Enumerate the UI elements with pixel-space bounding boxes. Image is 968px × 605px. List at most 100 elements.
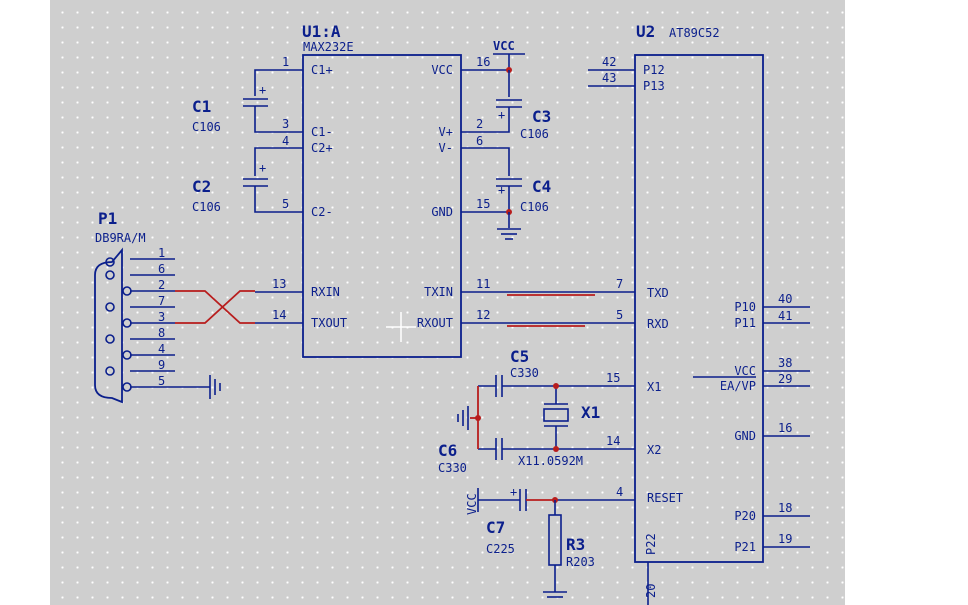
connector-p1-db9: P1 DB9RA/M 1 6 2 7 3 8 4 9 5 [94, 209, 255, 404]
r3-value: R203 [566, 555, 595, 569]
db9-pin-socket [122, 382, 132, 392]
svg-text:9: 9 [158, 358, 165, 372]
u2-pin-name: P13 [643, 79, 665, 93]
rxin-to-db9-pin3 [175, 290, 255, 324]
svg-text:4: 4 [158, 342, 165, 356]
u2-pin-name: X2 [647, 443, 661, 457]
u2-pin-num: 29 [778, 372, 792, 386]
ground-symbol [497, 228, 521, 240]
u1-pin-num: 6 [476, 134, 483, 148]
u2-pin-num: 43 [602, 71, 616, 85]
db9-pin-socket [105, 270, 115, 280]
vcc-label: VCC [493, 39, 515, 53]
u1-pin-name: GND [431, 205, 453, 219]
crystal-oscillator: C5 C330 C6 C330 X1 X11.0592M [438, 347, 600, 475]
u1-pin-num: 14 [272, 308, 286, 322]
u2-pin-num: 15 [606, 371, 620, 385]
db9-shell [94, 247, 123, 404]
resistor-r3 [548, 514, 562, 566]
db9-pin-socket [105, 257, 115, 267]
schematic-drawing: U1:A MAX232E 1 3 4 5 13 14 C1+ C1- C2+ C… [94, 22, 810, 605]
u2-ref: U2 [636, 22, 655, 41]
svg-text:5: 5 [158, 374, 165, 388]
u1-pin-num: 1 [282, 55, 289, 69]
u1-pin-name: C2- [311, 205, 333, 219]
db9-pin-socket [105, 366, 115, 376]
u1-pin-num: 15 [476, 197, 490, 211]
u2-pin-name: GND [734, 429, 756, 443]
c5-value: C330 [510, 366, 539, 380]
u2-pin-num: 4 [616, 485, 623, 499]
svg-text:6: 6 [158, 262, 165, 276]
u1-pin-name: TXIN [424, 285, 453, 299]
u2-pin-num: 5 [616, 308, 623, 322]
u2-pin-num: 41 [778, 309, 792, 323]
u2-pin-num: 7 [616, 277, 623, 291]
u1-pin-name: V+ [439, 125, 453, 139]
u2-pin-name: TXD [647, 286, 669, 300]
u2-pin-num: 38 [778, 356, 792, 370]
u1-pin-num: 3 [282, 117, 289, 131]
u1-pin-num: 12 [476, 308, 490, 322]
x1-value: X11.0592M [518, 454, 583, 468]
c6-value: C330 [438, 461, 467, 475]
db9-pin-socket [122, 318, 132, 328]
u1-ref: U1:A [302, 22, 341, 41]
capacitor-c1: + C1 C106 [192, 69, 278, 134]
u2-pin-num: 42 [602, 55, 616, 69]
u2-pin-num: 16 [778, 421, 792, 435]
u2-pin-name: RESET [647, 491, 683, 505]
svg-text:8: 8 [158, 326, 165, 340]
u2-at89c52: U2 AT89C52 42 43 7 5 15 14 4 P12 P13 TXD… [507, 22, 810, 605]
c3-ref: C3 [532, 107, 551, 126]
vcc-reset-label: VCC [465, 493, 479, 515]
c7-value: C225 [486, 542, 515, 556]
c4-ref: C4 [532, 177, 551, 196]
svg-text:1: 1 [158, 246, 165, 260]
u1-pin-name: VCC [431, 63, 453, 77]
db9-pin-socket [122, 350, 132, 360]
svg-text:+: + [259, 161, 266, 175]
u2-pin-name: P11 [734, 316, 756, 330]
c6-ref: C6 [438, 441, 457, 460]
db9-pin-socket [105, 334, 115, 344]
u1-part: MAX232E [303, 40, 354, 54]
svg-text:+: + [498, 108, 505, 122]
u2-pin-name: RXD [647, 317, 669, 331]
u2-pin-num: 19 [778, 532, 792, 546]
u2-pin-name: EA/VP [720, 379, 756, 393]
svg-text:7: 7 [158, 294, 165, 308]
u1-pin-name: C2+ [311, 141, 333, 155]
u1-pin-name: RXOUT [417, 316, 453, 330]
c2-ref: C2 [192, 177, 211, 196]
c5-ref: C5 [510, 347, 529, 366]
u1-pin-num: 2 [476, 117, 483, 131]
u1-pin-name: C1- [311, 125, 333, 139]
schematic-sheet: U1:A MAX232E 1 3 4 5 13 14 C1+ C1- C2+ C… [50, 0, 845, 605]
u2-pin-num: 40 [778, 292, 792, 306]
u2-body [634, 54, 764, 563]
cursor-crosshair [386, 312, 416, 342]
c3-value: C106 [520, 127, 549, 141]
u1-pin-num: 16 [476, 55, 490, 69]
db9-pin-socket [105, 302, 115, 312]
u2-pin-name: P20 [734, 509, 756, 523]
u1-pin-name: TXOUT [311, 316, 347, 330]
u2-pin-name: P22 [644, 533, 658, 555]
svg-text:2: 2 [158, 278, 165, 292]
capacitor-c2: + C2 C106 [192, 147, 278, 214]
svg-text:+: + [259, 83, 266, 97]
p1-ref: P1 [98, 209, 117, 228]
svg-text:+: + [510, 485, 517, 499]
u2-pin-num: 18 [778, 501, 792, 515]
u1-pin-num: 11 [476, 277, 490, 291]
u2-pin-name: X1 [647, 380, 661, 394]
ground-symbol [209, 375, 221, 399]
c2-value: C106 [192, 200, 221, 214]
db9-pin-socket [122, 286, 132, 296]
u1-body [302, 54, 462, 358]
reset-circuit: VCC + C7 C225 R3 R203 [465, 485, 595, 598]
u1-pin-name: V- [439, 141, 453, 155]
u1-max232: U1:A MAX232E 1 3 4 5 13 14 C1+ C1- C2+ C… [255, 22, 507, 358]
u1-pin-name: RXIN [311, 285, 340, 299]
